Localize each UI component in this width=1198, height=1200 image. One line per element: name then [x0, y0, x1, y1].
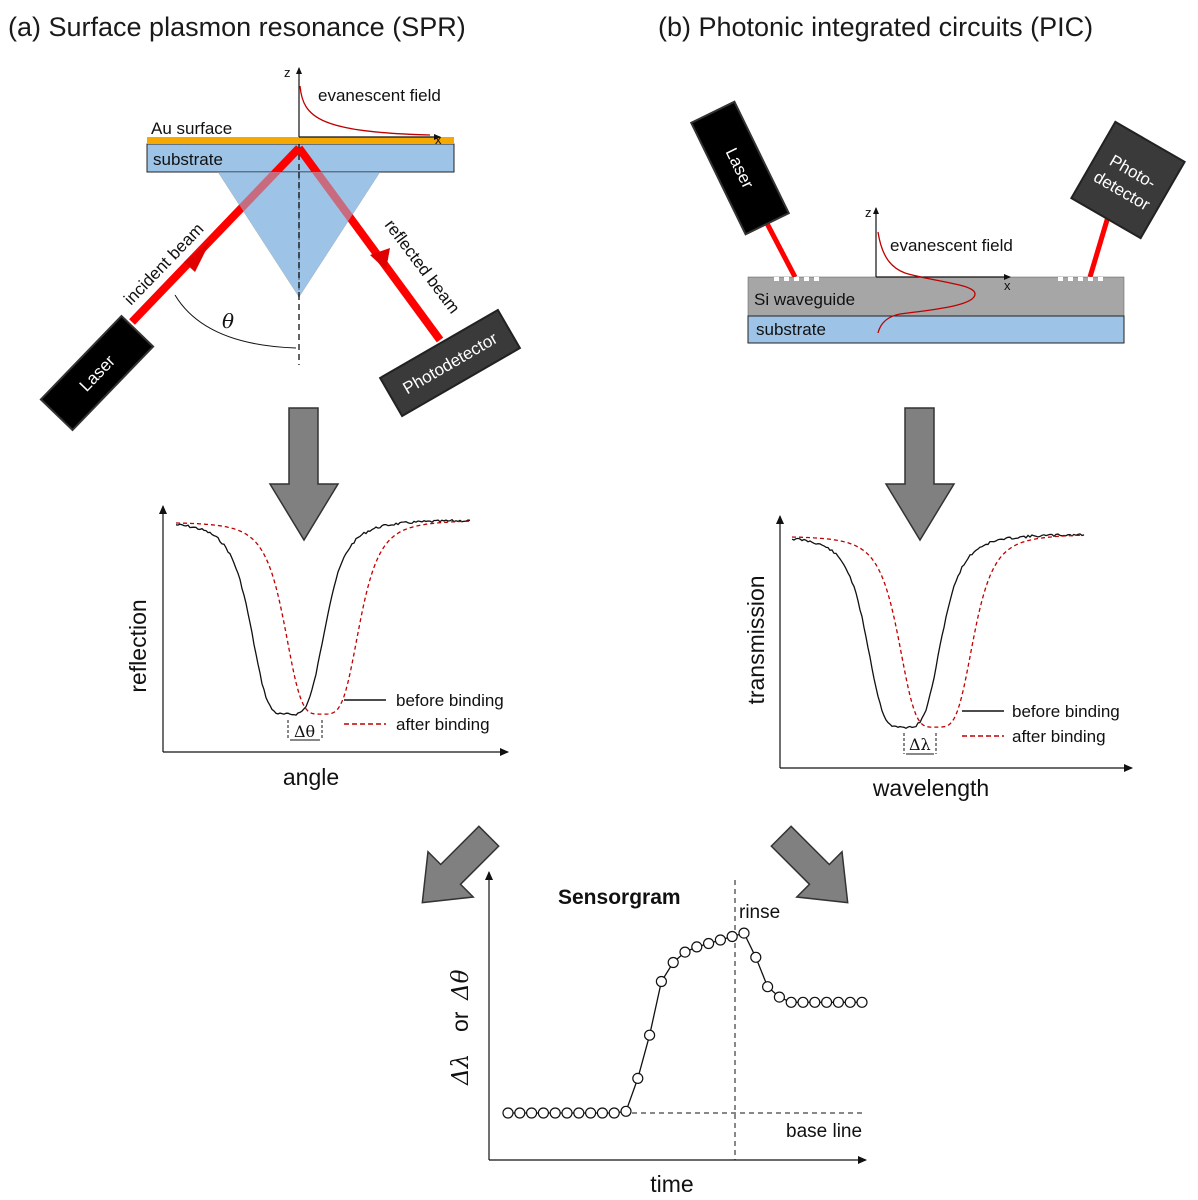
chart3-point: [514, 1107, 526, 1119]
chart-reflection: Δθ before binding after binding angle re…: [125, 505, 509, 790]
panel-a-title: (a) Surface plasmon resonance (SPR): [8, 12, 466, 42]
chart3-y-label-part2: Δθ: [448, 969, 474, 1001]
chart3-point: [773, 991, 786, 1003]
arrow-down-b: [884, 407, 956, 542]
chart3-point: [726, 930, 738, 943]
z-label-a: z: [284, 65, 291, 80]
chart3-point: [655, 975, 668, 988]
chart3-point: [537, 1107, 550, 1119]
chart2-curves: [791, 533, 1085, 730]
evanescent-curve-b: [877, 231, 976, 334]
chart-sensorgram: Sensorgram rinse base line time Δλ or Δθ: [447, 871, 868, 1197]
chart3-point: [761, 981, 774, 993]
chart3-point: [691, 941, 703, 953]
chart3-point: [667, 956, 679, 969]
chart3-point: [844, 996, 856, 1008]
chart1-curve-before: [175, 518, 471, 716]
au-surface-layer: [147, 137, 454, 144]
chart3-point: [632, 1072, 644, 1085]
chart3-point: [620, 1105, 632, 1117]
chart3-point: [832, 996, 845, 1008]
z-label-b: z: [865, 205, 872, 220]
chart1-curves: [175, 518, 471, 716]
substrate-a-label: substrate: [153, 150, 223, 169]
waveguide-label: Si waveguide: [754, 290, 855, 309]
chart3-point: [561, 1107, 573, 1119]
chart2-curve-after: [791, 534, 1084, 728]
chart3-y-label-part1: Δλ: [448, 1054, 474, 1086]
chart1-legend-after: after binding: [396, 715, 490, 734]
chart3-y-label: Δλ or Δθ: [447, 969, 474, 1086]
substrate-b-label: substrate: [756, 320, 826, 339]
chart3-line: [508, 932, 862, 1114]
chart1-x-label: angle: [283, 764, 339, 790]
arrow-diagonal-left: [421, 825, 500, 904]
chart3-point: [738, 927, 750, 939]
theta-arc: [174, 294, 297, 349]
chart2-legend-before: before binding: [1012, 702, 1120, 721]
photodetector-b-beam: [1087, 209, 1113, 278]
chart3-rinse-label: rinse: [739, 902, 780, 923]
chart3-point: [750, 951, 762, 963]
photodetector-a: Photodetector: [378, 308, 522, 418]
reflected-beam-label: reflected beam: [381, 216, 464, 317]
chart-transmission: Δλ before binding after binding waveleng…: [743, 515, 1133, 801]
laser-a: Laser: [39, 314, 155, 432]
chart2-curve-before: [791, 533, 1085, 730]
chart3-point: [584, 1107, 597, 1119]
chart3-point: [643, 1029, 656, 1041]
chart2-y-label: transmission: [743, 575, 769, 704]
chart3-baseline-label: base line: [786, 1121, 862, 1142]
evanescent-label-b: evanescent field: [890, 236, 1013, 255]
chart3-point: [856, 996, 868, 1008]
photodetector-b: Photo- detector: [1069, 120, 1187, 240]
x-label-a: x: [435, 132, 442, 147]
chart3-point: [549, 1107, 561, 1119]
theta-label: θ: [222, 309, 234, 333]
chart2-x-label: wavelength: [872, 775, 989, 801]
laser-b: Laser: [689, 100, 791, 236]
chart2-legend-after: after binding: [1012, 727, 1106, 746]
chart3-title: Sensorgram: [558, 886, 681, 909]
chart3-y-label-or: or: [447, 1011, 473, 1032]
chart1-curve-after: [176, 520, 470, 715]
grating-coupler-left: [774, 277, 819, 281]
substrate-b: [747, 315, 1125, 344]
chart3-point: [820, 996, 833, 1008]
chart3-point: [702, 937, 715, 950]
chart3-series: [502, 927, 868, 1119]
chart3-point: [608, 1107, 620, 1119]
chart1-y-label: reflection: [125, 599, 151, 692]
reflected-beam-arrowhead: [370, 248, 390, 270]
chart3-point: [573, 1107, 585, 1119]
chart3-point: [502, 1107, 514, 1119]
chart3-point: [809, 996, 821, 1008]
arrow-diagonal-right: [770, 825, 849, 904]
chart3-x-label: time: [650, 1171, 693, 1197]
chart3-point: [785, 996, 797, 1008]
chart1-shift-label: Δθ: [294, 722, 315, 741]
au-surface-label: Au surface: [151, 119, 232, 138]
evanescent-curve-a: [299, 85, 431, 136]
chart3-point: [525, 1107, 538, 1119]
x-label-b: x: [1004, 278, 1011, 293]
arrow-down-a: [268, 407, 340, 542]
chart3-point: [714, 934, 727, 946]
chart1-legend-before: before binding: [396, 691, 504, 710]
chart2-shift-label: Δλ: [909, 735, 931, 754]
chart3-point: [596, 1107, 609, 1119]
chart3-point: [797, 996, 809, 1008]
chart3-point: [679, 946, 691, 958]
evanescent-label-a: evanescent field: [318, 86, 441, 105]
panel-b-title: (b) Photonic integrated circuits (PIC): [658, 12, 1093, 42]
incident-beam-arrowhead: [184, 240, 211, 272]
grating-coupler-right: [1058, 277, 1103, 281]
